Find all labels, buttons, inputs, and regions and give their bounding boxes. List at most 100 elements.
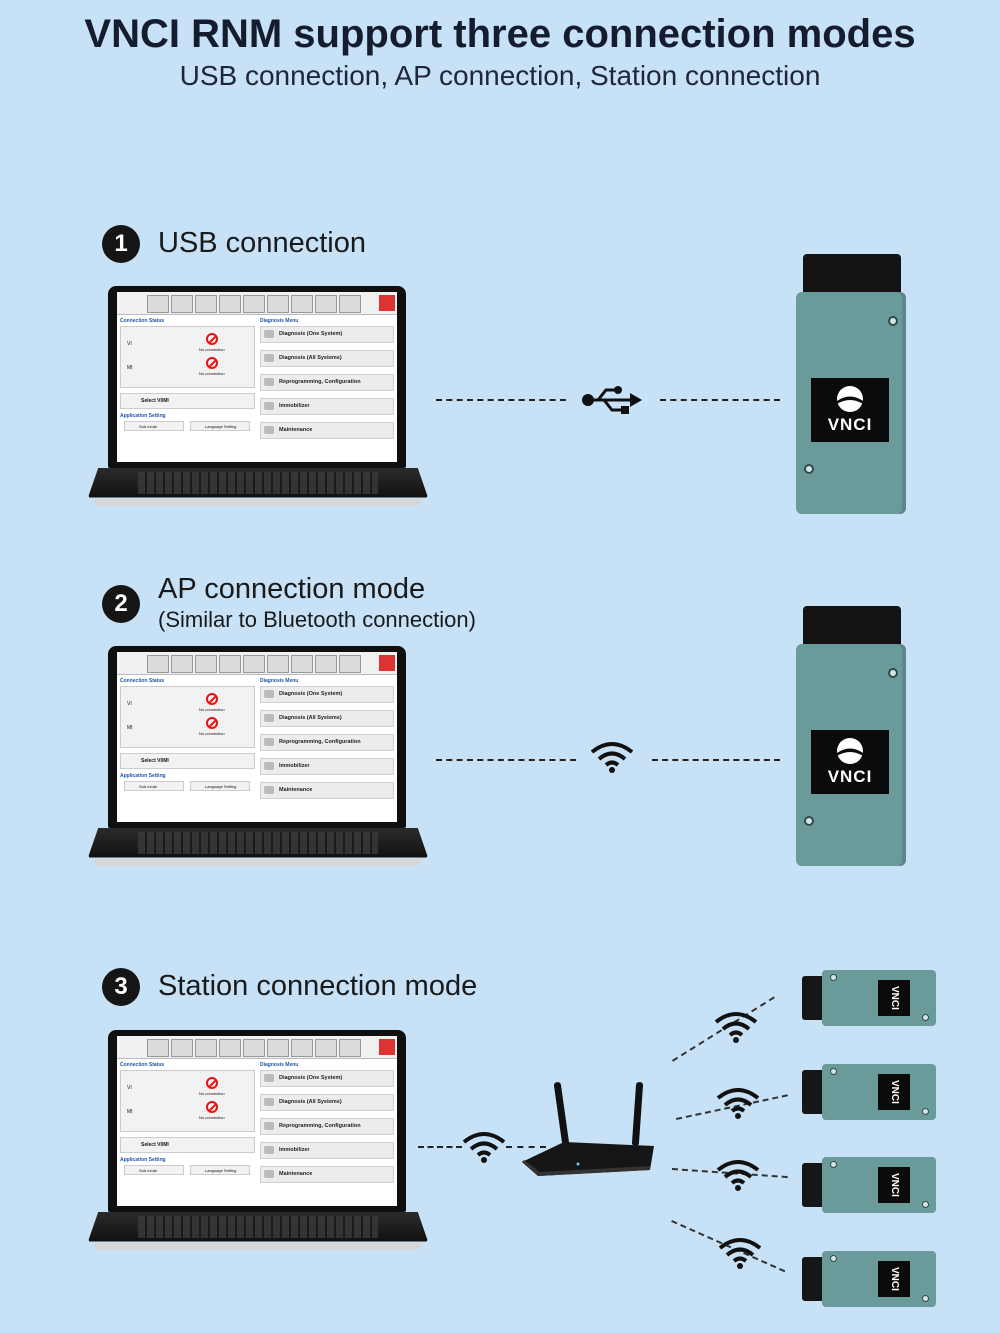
- device-body: VNCI: [822, 1157, 936, 1213]
- menu-maintenance[interactable]: Maintenance: [260, 422, 394, 439]
- vnci-device-ap: VNCI: [796, 606, 908, 866]
- screw-icon: [830, 1068, 837, 1075]
- menu-reprogramming[interactable]: Reprogramming, Configuration: [260, 734, 394, 751]
- no-connection-icon: [206, 333, 218, 345]
- no-connection-icon: [206, 717, 218, 729]
- application-setting-heading: Application Setting: [120, 773, 166, 779]
- vnci-logo-text: VNCI: [878, 1074, 910, 1110]
- menu-diagnosis-one[interactable]: Diagnosis (One System): [260, 1070, 394, 1087]
- application-setting-heading: Application Setting: [120, 413, 166, 419]
- laptop-keyboard: [138, 472, 378, 494]
- step-label-usb: USB connection: [158, 227, 366, 259]
- screw-icon: [888, 668, 898, 678]
- menu-immobilizer[interactable]: Immobilizer: [260, 758, 394, 775]
- menu-diagnosis-one[interactable]: Diagnosis (One System): [260, 326, 394, 343]
- page-title: VNCI RNM support three connection modes: [84, 12, 916, 56]
- connection-table: VI MI No connection No connection: [120, 326, 255, 388]
- vnci-device-usb: VNCI: [796, 254, 908, 514]
- laptop-keyboard: [138, 1216, 378, 1238]
- diagnosis-menu-heading: Diagnosis Menu: [260, 678, 299, 684]
- page-subtitle: USB connection, AP connection, Station c…: [179, 60, 821, 91]
- app-toolbar: [117, 1036, 397, 1059]
- select-vimi-button[interactable]: Select VI/MI: [120, 393, 255, 409]
- language-setting-button[interactable]: Language Setting: [190, 1165, 250, 1175]
- wifi-icon: [716, 1088, 760, 1119]
- laptop-station: Connection Status VI MI No connection No…: [88, 1030, 428, 1252]
- vnci-logo-text: VNCI: [878, 1167, 910, 1203]
- laptop-ap: Connection Status VI MI No connection No…: [88, 646, 428, 868]
- mi-label: MI: [127, 725, 133, 731]
- close-icon: [379, 655, 395, 671]
- application-setting-heading: Application Setting: [120, 1157, 166, 1163]
- diagnosis-menu-heading: Diagnosis Menu: [260, 318, 299, 324]
- station-link-right: [506, 1146, 546, 1148]
- vnci-device-station-2: VNCI: [802, 1064, 936, 1120]
- no-connection-icon: [206, 357, 218, 369]
- laptop-keyboard: [138, 832, 378, 854]
- language-setting-button[interactable]: Language Setting: [190, 421, 250, 431]
- step-number-1: 1: [102, 225, 140, 263]
- menu-diagnosis-one[interactable]: Diagnosis (One System): [260, 686, 394, 703]
- device-body: VNCI: [822, 1251, 936, 1307]
- device-body: VNCI: [822, 1064, 936, 1120]
- station-link-left: [418, 1146, 462, 1148]
- step-sublabel-ap: (Similar to Bluetooth connection): [158, 607, 476, 632]
- menu-diagnosis-all[interactable]: Diagnosis (All Systems): [260, 1094, 394, 1111]
- menu-immobilizer[interactable]: Immobilizer: [260, 1142, 394, 1159]
- menu-reprogramming[interactable]: Reprogramming, Configuration: [260, 374, 394, 391]
- vnci-device-station-1: VNCI: [802, 970, 936, 1026]
- language-setting-button[interactable]: Language Setting: [190, 781, 250, 791]
- vnci-device-station-4: VNCI: [802, 1251, 936, 1307]
- vnci-logo: VNCI: [811, 378, 889, 442]
- screw-icon: [830, 1161, 837, 1168]
- no-connection-icon: [206, 1101, 218, 1113]
- laptop-lip: [94, 499, 422, 506]
- select-vimi-button[interactable]: Select VI/MI: [120, 753, 255, 769]
- sub-mode-button[interactable]: Sub mode: [124, 421, 184, 431]
- no-connection-text: No connection: [199, 731, 225, 736]
- sub-mode-button[interactable]: Sub mode: [124, 781, 184, 791]
- mi-label: MI: [127, 365, 133, 371]
- vnci-device-station-3: VNCI: [802, 1157, 936, 1213]
- connection-table: VI MI No connection No connection: [120, 686, 255, 748]
- no-connection-text: No connection: [199, 1115, 225, 1120]
- laptop-screen: Connection Status VI MI No connection No…: [117, 1036, 397, 1206]
- laptop-screen: Connection Status VI MI No connection No…: [117, 292, 397, 462]
- device-body: VNCI: [822, 970, 936, 1026]
- screw-icon: [922, 1201, 929, 1208]
- connection-status-heading: Connection Status: [120, 1062, 165, 1068]
- vnci-logo-text: VNCI: [878, 980, 910, 1016]
- wifi-icon: [590, 742, 634, 773]
- router-icon: [522, 1082, 654, 1176]
- connection-status-panel: Connection Status VI MI No connection No…: [120, 678, 255, 818]
- vi-label: VI: [127, 1085, 132, 1091]
- usb-icon: [582, 386, 642, 414]
- no-connection-text: No connection: [199, 347, 225, 352]
- menu-maintenance[interactable]: Maintenance: [260, 1166, 394, 1183]
- menu-diagnosis-all[interactable]: Diagnosis (All Systems): [260, 350, 394, 367]
- menu-maintenance[interactable]: Maintenance: [260, 782, 394, 799]
- wifi-icon: [462, 1132, 506, 1163]
- laptop-screen: Connection Status VI MI No connection No…: [117, 652, 397, 822]
- sub-mode-button[interactable]: Sub mode: [124, 1165, 184, 1175]
- no-connection-icon: [206, 1077, 218, 1089]
- no-connection-text: No connection: [199, 371, 225, 376]
- select-vimi-button[interactable]: Select VI/MI: [120, 1137, 255, 1153]
- screw-icon: [830, 1255, 837, 1262]
- diagnosis-menu-panel: Diagnosis Menu Diagnosis (One System) Di…: [260, 678, 394, 818]
- screw-icon: [804, 464, 814, 474]
- menu-diagnosis-all[interactable]: Diagnosis (All Systems): [260, 710, 394, 727]
- menu-immobilizer[interactable]: Immobilizer: [260, 398, 394, 415]
- vnci-logo-text: VNCI: [827, 767, 873, 786]
- no-connection-text: No connection: [199, 1091, 225, 1096]
- wifi-icon: [718, 1238, 762, 1269]
- laptop-lid: Connection Status VI MI No connection No…: [108, 286, 406, 468]
- screw-icon: [922, 1295, 929, 1302]
- close-icon: [379, 1039, 395, 1055]
- connection-table: VI MI No connection No connection: [120, 1070, 255, 1132]
- diagnosis-menu-panel: Diagnosis Menu Diagnosis (One System) Di…: [260, 1062, 394, 1202]
- screw-icon: [888, 316, 898, 326]
- menu-reprogramming[interactable]: Reprogramming, Configuration: [260, 1118, 394, 1135]
- device-body: VNCI: [796, 292, 906, 514]
- diagnosis-menu-heading: Diagnosis Menu: [260, 1062, 299, 1068]
